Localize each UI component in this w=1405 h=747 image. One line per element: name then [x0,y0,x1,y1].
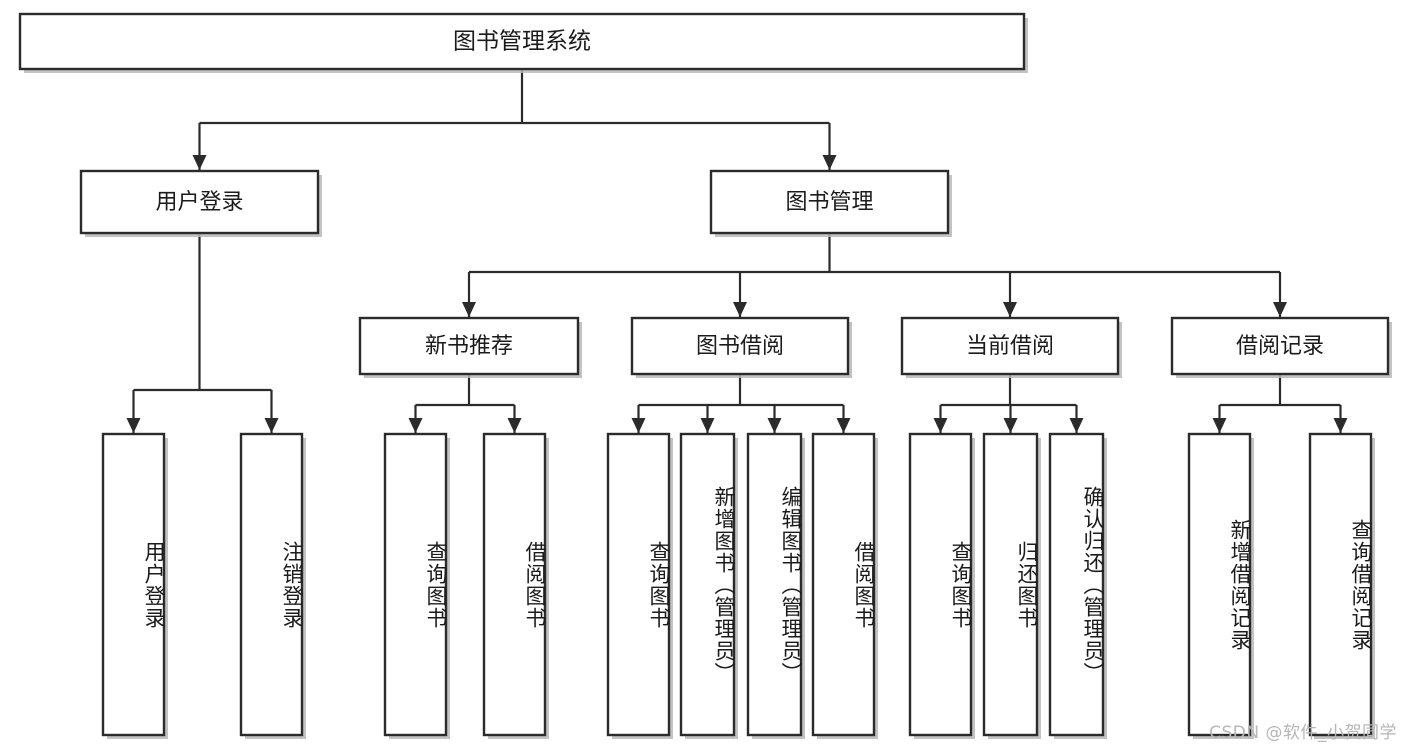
arrow-head-icon [507,418,522,433]
arrow-head-icon [733,302,747,317]
node-current-borrow-box[interactable] [900,316,1120,376]
arrow-head-icon [126,418,141,433]
arrow-head-icon [700,418,715,433]
box-layer [18,12,1392,739]
arrow-head-icon [1003,302,1017,317]
arrow-head-icon [462,302,476,317]
node-book-borrow-label: 图书借阅 [696,333,784,358]
arrow-head-icon [408,418,423,433]
node-new-book-recommend-box[interactable] [358,316,580,376]
node-book-manage-label: 图书管理 [785,189,873,214]
node-new-book-recommend-label: 新书推荐 [425,333,513,358]
node-leaf-query-book-3-box[interactable] [908,432,973,737]
arrow-head-icon [836,418,851,433]
node-leaf-query-book-2-box[interactable] [606,432,671,737]
node-leaf-query-book-1-box[interactable] [383,432,448,737]
arrow-head-icon [1333,418,1348,433]
node-leaf-borrow-book-1-box[interactable] [482,432,547,737]
arrow-head-icon [264,418,279,433]
node-leaf-edit-book-box[interactable] [746,432,803,737]
node-current-borrow-label: 当前借阅 [966,333,1054,358]
arrow-head-icon [192,155,207,170]
node-leaf-add-record-box[interactable] [1187,432,1252,737]
node-borrow-record-label: 借阅记录 [1236,333,1324,358]
connector-layer [126,69,1348,433]
arrow-head-icon [1003,418,1018,433]
node-leaf-borrow-book-2-box[interactable] [811,432,876,737]
arrow-head-icon [767,418,782,433]
node-book-manage-box[interactable] [709,169,950,235]
csdn-watermark: CSDN @软件_小贺同学 [1209,723,1397,743]
node-root-box[interactable] [18,12,1026,71]
arrow-head-icon [933,418,948,433]
node-leaf-user-login-box[interactable] [101,432,166,737]
arrow-head-icon [631,418,646,433]
node-leaf-confirm-return-box[interactable] [1048,432,1105,737]
node-borrow-record-box[interactable] [1170,316,1390,376]
node-user-login-box[interactable] [79,169,320,235]
node-leaf-add-book-box[interactable] [679,432,736,737]
node-root-label: 图书管理系统 [453,28,591,54]
arrow-head-icon [1273,302,1287,317]
node-leaf-return-book-box[interactable] [982,432,1039,737]
node-leaf-logout-login-box[interactable] [239,432,304,737]
arrow-head-icon [1212,418,1227,433]
node-book-borrow-box[interactable] [630,316,850,376]
arrow-head-icon [1069,418,1084,433]
node-leaf-query-record-box[interactable] [1308,432,1373,737]
arrow-head-icon [822,155,837,170]
node-user-login-label: 用户登录 [155,189,243,214]
